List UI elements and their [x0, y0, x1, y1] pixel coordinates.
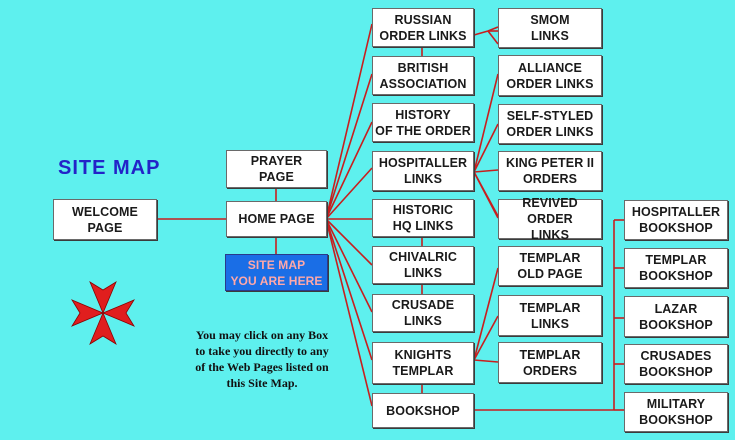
british-association-box[interactable]: BRITISH ASSOCIATION [372, 56, 474, 95]
self-styled-order-links-box[interactable]: SELF-STYLED ORDER LINKS [498, 104, 602, 144]
bookshop-box[interactable]: BOOKSHOP [372, 393, 474, 428]
revived-order-links-box[interactable]: REVIVED ORDER LINKS [498, 196, 602, 242]
site-map-current-box[interactable]: SITE MAP YOU ARE HERE [225, 254, 328, 291]
crusade-links-box[interactable]: CRUSADE LINKS [372, 294, 474, 332]
history-of-the-order-box[interactable]: HISTORY OF THE ORDER [372, 103, 474, 142]
king-peter-ii-orders-box[interactable]: KING PETER II ORDERS [498, 151, 602, 191]
hospitaller-links-box[interactable]: HOSPITALLER LINKS [372, 151, 474, 191]
templar-old-page-box[interactable]: TEMPLAR OLD PAGE [498, 246, 602, 286]
prayer-page-box[interactable]: PRAYER PAGE [226, 150, 327, 188]
templar-bookshop-box[interactable]: TEMPLAR BOOKSHOP [624, 248, 728, 288]
page-title: SITE MAP [58, 157, 161, 179]
smom-links-box[interactable]: SMOM LINKS [498, 8, 602, 48]
historic-hq-links-box[interactable]: HISTORIC HQ LINKS [372, 199, 474, 237]
hospitaller-bookshop-box[interactable]: HOSPITALLER BOOKSHOP [624, 200, 728, 240]
instructions-text: You may click on any Box to take you dir… [195, 328, 329, 390]
maltese-cross-icon [71, 281, 135, 345]
home-page-box[interactable]: HOME PAGE [226, 201, 327, 237]
alliance-order-links-box[interactable]: ALLIANCE ORDER LINKS [498, 55, 602, 96]
lazar-bookshop-box[interactable]: LAZAR BOOKSHOP [624, 296, 728, 337]
russian-order-links-box[interactable]: RUSSIAN ORDER LINKS [372, 8, 474, 47]
chivalric-links-box[interactable]: CHIVALRIC LINKS [372, 246, 474, 284]
welcome-page-box[interactable]: WELCOME PAGE [53, 199, 157, 240]
templar-orders-box[interactable]: TEMPLAR ORDERS [498, 342, 602, 383]
templar-links-box[interactable]: TEMPLAR LINKS [498, 295, 602, 336]
crusades-bookshop-box[interactable]: CRUSADES BOOKSHOP [624, 344, 728, 384]
military-bookshop-box[interactable]: MILITARY BOOKSHOP [624, 392, 728, 432]
knights-templar-box[interactable]: KNIGHTS TEMPLAR [372, 342, 474, 384]
